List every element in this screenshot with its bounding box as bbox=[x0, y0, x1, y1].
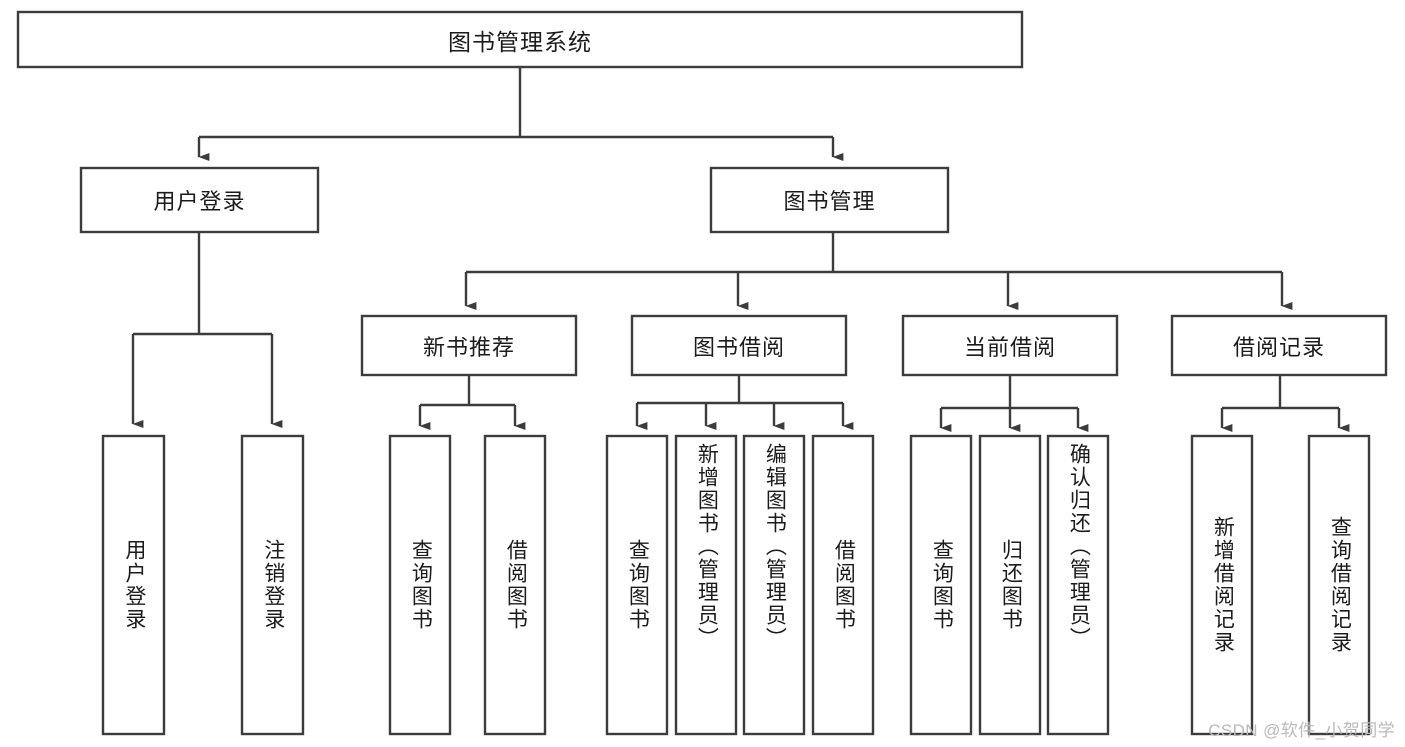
connector-group-book-borrow bbox=[635, 375, 854, 430]
node-box-leaf-query-book-1[interactable] bbox=[388, 434, 452, 736]
connector-group-root bbox=[197, 68, 844, 161]
node-box-leaf-borrow-book-1[interactable] bbox=[483, 434, 547, 736]
node-box-current-borrow[interactable] bbox=[901, 314, 1119, 377]
connector-group-current-borrow bbox=[939, 375, 1089, 432]
node-box-leaf-query-book-3[interactable] bbox=[909, 434, 973, 736]
node-box-leaf-add-record[interactable] bbox=[1190, 434, 1254, 736]
connector-group-borrow-record bbox=[1220, 375, 1350, 432]
node-box-leaf-return-book[interactable] bbox=[978, 434, 1042, 736]
connector-group-book-management bbox=[464, 232, 1293, 310]
node-box-book-management[interactable] bbox=[709, 166, 950, 234]
node-box-leaf-user-login[interactable] bbox=[101, 434, 166, 736]
node-box-leaf-edit-book[interactable] bbox=[742, 434, 806, 736]
node-box-root[interactable] bbox=[16, 10, 1024, 69]
node-box-leaf-borrow-book-2[interactable] bbox=[811, 434, 875, 736]
node-box-book-borrow[interactable] bbox=[630, 314, 848, 377]
node-box-leaf-logout-login[interactable] bbox=[240, 434, 305, 736]
csdn-watermark: CSDN @软件_小贺同学 bbox=[1208, 721, 1395, 740]
connector-group-user-login bbox=[131, 232, 283, 428]
node-box-new-book-recommend[interactable] bbox=[360, 314, 578, 377]
node-box-borrow-record[interactable] bbox=[1170, 314, 1388, 377]
node-box-leaf-add-book[interactable] bbox=[674, 434, 738, 736]
node-box-leaf-query-record[interactable] bbox=[1307, 434, 1371, 736]
connector-group-new-book-recommend bbox=[418, 375, 526, 430]
node-box-leaf-query-book-2[interactable] bbox=[605, 434, 669, 736]
node-box-leaf-confirm-return[interactable] bbox=[1046, 434, 1110, 736]
node-box-user-login[interactable] bbox=[79, 166, 320, 234]
